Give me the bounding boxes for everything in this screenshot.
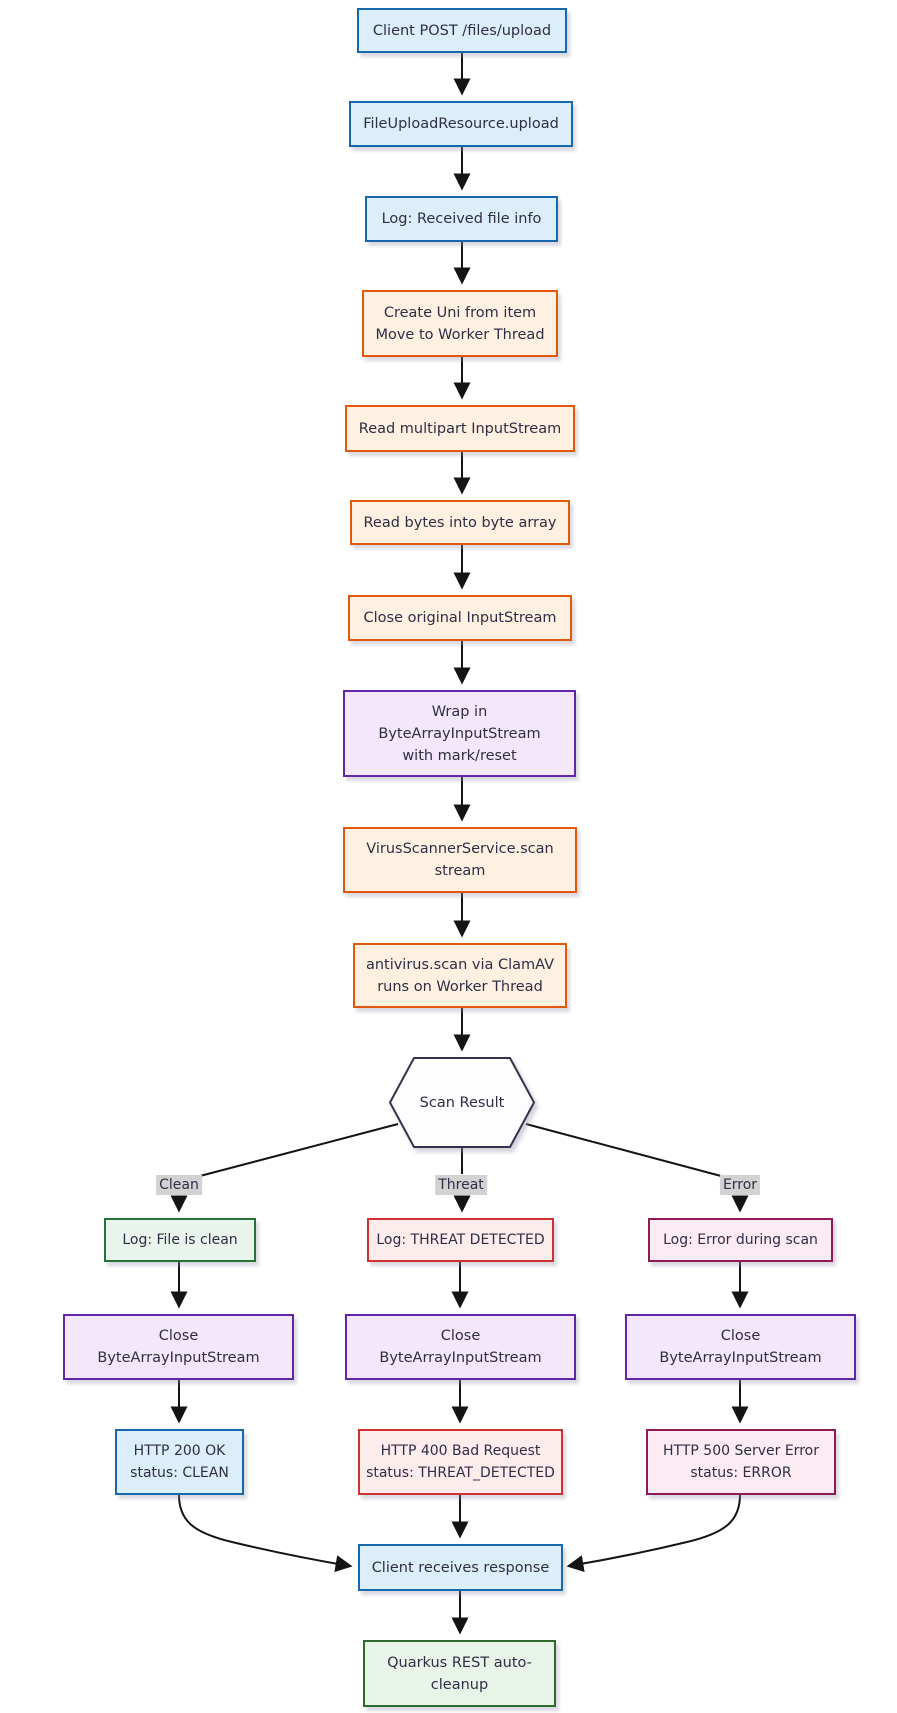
node-close-stream-error: Close ByteArrayInputStream <box>625 1314 856 1380</box>
node-read-multipart: Read multipart InputStream <box>345 405 575 452</box>
node-log-clean: Log: File is clean <box>104 1218 256 1262</box>
node-client-response: Client receives response <box>358 1544 563 1591</box>
node-read-bytes: Read bytes into byte array <box>350 500 570 545</box>
edge-label-clean: Clean <box>156 1175 202 1195</box>
node-close-original: Close original InputStream <box>348 595 572 641</box>
node-wrap-bytearray: Wrap in ByteArrayInputStream with mark/r… <box>343 690 576 777</box>
node-file-upload-resource: FileUploadResource.upload <box>349 101 573 147</box>
node-close-stream-threat: Close ByteArrayInputStream <box>345 1314 576 1380</box>
node-close-stream-clean: Close ByteArrayInputStream <box>63 1314 294 1380</box>
hexagon-shape <box>389 1057 535 1148</box>
node-virus-scanner-service: VirusScannerService.scan stream <box>343 827 577 893</box>
node-create-uni: Create Uni from item Move to Worker Thre… <box>362 290 558 357</box>
node-http-500: HTTP 500 Server Error status: ERROR <box>646 1429 836 1495</box>
node-quarkus-cleanup: Quarkus REST auto- cleanup <box>363 1640 556 1707</box>
edge-label-error: Error <box>719 1175 761 1195</box>
node-http-200: HTTP 200 OK status: CLEAN <box>115 1429 244 1495</box>
node-antivirus-scan: antivirus.scan via ClamAV runs on Worker… <box>353 943 567 1008</box>
node-client-post: Client POST /files/upload <box>357 8 567 53</box>
node-log-received: Log: Received file info <box>365 196 558 242</box>
node-log-threat: Log: THREAT DETECTED <box>367 1218 554 1262</box>
node-http-400: HTTP 400 Bad Request status: THREAT_DETE… <box>358 1429 563 1495</box>
node-scan-result-hexagon: Scan Result <box>389 1057 535 1148</box>
edge-label-threat: Threat <box>435 1175 487 1195</box>
hexagon-label: Scan Result <box>419 1094 505 1111</box>
node-log-error: Log: Error during scan <box>648 1218 833 1262</box>
